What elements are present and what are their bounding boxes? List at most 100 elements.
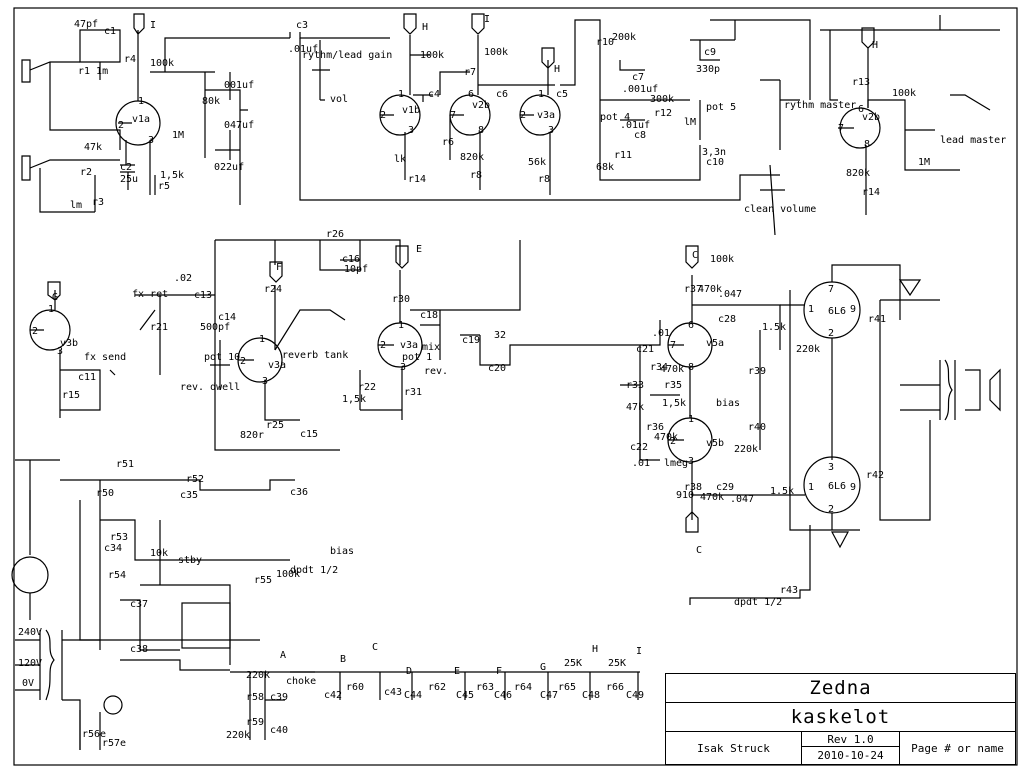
label-r37: r37 bbox=[684, 284, 702, 295]
label-k1-5b: 1,5k bbox=[342, 394, 366, 405]
label-v5b: v5b bbox=[706, 438, 724, 449]
label-k68: 68k bbox=[596, 162, 614, 173]
label-r24: r24 bbox=[264, 284, 282, 295]
label-r63: r63 bbox=[476, 682, 494, 693]
label-r15: r15 bbox=[62, 390, 80, 401]
label-r58: r58 bbox=[246, 692, 264, 703]
label-r59: r59 bbox=[246, 717, 264, 728]
label-c47: C47 bbox=[540, 690, 558, 701]
label-pot5: pot 5 bbox=[706, 102, 736, 113]
label-r52: r52 bbox=[186, 474, 204, 485]
svg-text:2: 2 bbox=[828, 504, 834, 515]
label-c28: c28 bbox=[718, 314, 736, 325]
label-k100f: 100k bbox=[276, 569, 300, 580]
label-k56: 56k bbox=[528, 157, 546, 168]
label-dpdt2: dpdt 1/2 bbox=[734, 597, 782, 608]
svg-text:9: 9 bbox=[850, 304, 856, 315]
label-e2: E bbox=[454, 666, 460, 677]
label-choke: choke bbox=[286, 676, 316, 687]
label-r12: r12 bbox=[654, 108, 672, 119]
label-r54: r54 bbox=[108, 570, 126, 581]
label-r55: r55 bbox=[254, 575, 272, 586]
label-k470b: 470k bbox=[660, 364, 684, 375]
label-r41: r41 bbox=[868, 314, 886, 325]
label-lM3: 1M bbox=[918, 157, 930, 168]
label-v3a-mix: v3a bbox=[400, 340, 418, 351]
label-k220d: 220k bbox=[226, 730, 250, 741]
label-c7: c7 bbox=[632, 72, 644, 83]
label-fx-send: fx send bbox=[84, 352, 126, 363]
label-v3a-mid: v3a bbox=[268, 360, 286, 371]
label-k25a: 25K bbox=[564, 658, 582, 669]
label-r7: r7 bbox=[464, 67, 476, 78]
label-uf01a: .01uf bbox=[288, 44, 318, 55]
svg-text:2: 2 bbox=[670, 436, 676, 447]
label-r22: r22 bbox=[358, 382, 376, 393]
label-t6l6b: 6L6 bbox=[828, 481, 846, 492]
label-c29: c29 bbox=[716, 482, 734, 493]
svg-text:6: 6 bbox=[688, 320, 694, 331]
label-v120: 120V bbox=[18, 658, 42, 669]
label-r38: r38 bbox=[684, 482, 702, 493]
label-r11: r11 bbox=[614, 150, 632, 161]
label-c21: c21 bbox=[636, 344, 654, 355]
label-r36: r36 bbox=[646, 422, 664, 433]
label-r64: r64 bbox=[514, 682, 532, 693]
label-k220a: 220k bbox=[796, 344, 820, 355]
label-c-top: C bbox=[692, 250, 698, 261]
label-r42: r42 bbox=[866, 470, 884, 481]
label-bias1: bias bbox=[716, 398, 740, 409]
title-block-footer: Isak Struck Rev 1.0 2010-10-24 Page # or… bbox=[666, 732, 1015, 764]
label-rev: rev. bbox=[424, 366, 448, 377]
label-v3b: v3b bbox=[60, 338, 78, 349]
svg-text:1: 1 bbox=[808, 482, 814, 493]
label-lm1: lm bbox=[70, 200, 82, 211]
label-k470a: 470k bbox=[698, 284, 722, 295]
label-p330: 330p bbox=[696, 64, 720, 75]
label-d: D bbox=[406, 666, 412, 677]
svg-text:3: 3 bbox=[262, 376, 268, 387]
label-rythm-master: rythm master bbox=[784, 100, 856, 111]
label-dpdt1: dpdt 1/2 bbox=[290, 565, 338, 576]
label-uf022: 022uf bbox=[214, 162, 244, 173]
svg-text:3: 3 bbox=[148, 135, 154, 146]
svg-text:9: 9 bbox=[850, 482, 856, 493]
label-lmeg: lmeg bbox=[664, 458, 688, 469]
label-r2: r2 bbox=[80, 167, 92, 178]
label-r32: 32 bbox=[494, 330, 506, 341]
preamp-wiring bbox=[21, 13, 1000, 236]
label-k820a: 820k bbox=[460, 152, 484, 163]
svg-text:2: 2 bbox=[240, 356, 246, 367]
label-c13: c13 bbox=[194, 290, 212, 301]
label-c37: c37 bbox=[130, 599, 148, 610]
label-reverb-tank: reverb tank bbox=[282, 350, 348, 361]
label-c20: c20 bbox=[488, 363, 506, 374]
label-r8a: r8 bbox=[470, 170, 482, 181]
label-r5: r5 bbox=[158, 181, 170, 192]
label-c8: c8 bbox=[634, 130, 646, 141]
label-r6: r6 bbox=[442, 137, 454, 148]
label-h4: H bbox=[592, 644, 598, 655]
label-r50: r50 bbox=[96, 488, 114, 499]
label-c14: c14 bbox=[218, 312, 236, 323]
label-v5a: v5a bbox=[706, 338, 724, 349]
svg-text:7: 7 bbox=[838, 123, 844, 134]
label-k220b: 220k bbox=[734, 444, 758, 455]
label-r51: r51 bbox=[116, 459, 134, 470]
label-c42: c42 bbox=[324, 690, 342, 701]
svg-text:2: 2 bbox=[32, 326, 38, 337]
label-c38: c38 bbox=[130, 644, 148, 655]
label-h3: H bbox=[872, 40, 878, 51]
svg-text:3: 3 bbox=[548, 125, 554, 136]
label-c43: c43 bbox=[384, 687, 402, 698]
label-r26: r26 bbox=[326, 229, 344, 240]
label-pot10: pot 10 bbox=[204, 352, 240, 363]
label-r33: r33 bbox=[626, 380, 644, 391]
label-v02: .02 bbox=[174, 273, 192, 284]
power-supply-wiring bbox=[11, 459, 811, 750]
label-c36: c36 bbox=[290, 487, 308, 498]
svg-text:2: 2 bbox=[520, 110, 526, 121]
label-c22: c22 bbox=[630, 442, 648, 453]
label-c9: c9 bbox=[704, 47, 716, 58]
label-rythm-lead-gain: rythm/lead gain bbox=[302, 50, 392, 61]
